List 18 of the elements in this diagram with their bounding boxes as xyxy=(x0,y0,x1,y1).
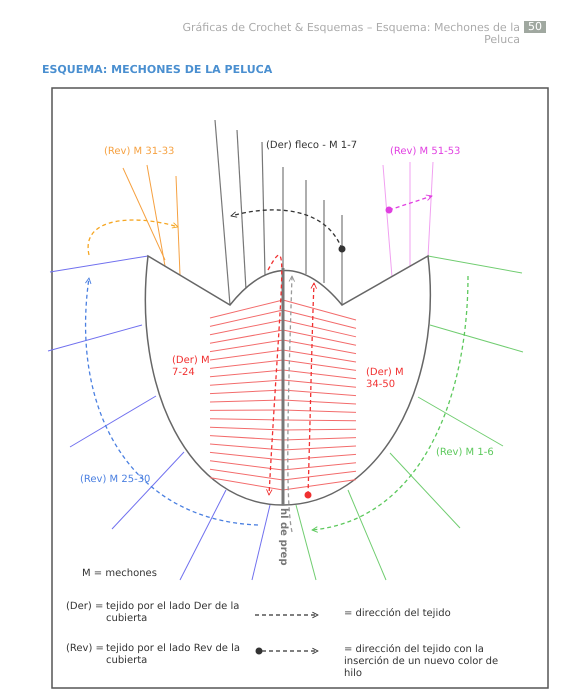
strand-label: (Rev) M 1-6 xyxy=(436,447,495,459)
strand-label: (Der) fleco - M 1-7 xyxy=(266,140,358,152)
legend-text: = dirección del tejido con la inserción de un nuevo color de hilo xyxy=(344,644,500,680)
diagram-title: ESQUEMA: MECHONES DE LA PELUCA xyxy=(42,64,274,76)
legend-key: (Rev) = xyxy=(66,643,106,655)
legend-description: tejido por el lado Rev de la cubierta xyxy=(106,643,242,667)
strand-label: (Der) M 7-24 xyxy=(172,355,211,379)
abbreviation-note: M = mechones xyxy=(82,568,158,580)
page-header: Gráficas de Crochet & Esquemas – Esquema: Mechones de la Peluca xyxy=(181,22,520,46)
legend-text: = dirección del tejido xyxy=(344,608,452,620)
legend-description: tejido por el lado Der de la cubierta xyxy=(106,601,240,625)
strand-label: (Rev) M 25-30 xyxy=(80,474,152,486)
strand-label: (Der) M 34-50 xyxy=(366,367,405,391)
strand-label: (Rev) M 31-33 xyxy=(104,146,176,158)
legend-key: (Der) = xyxy=(66,601,106,613)
strand-label: (Rev) M 51-53 xyxy=(390,146,462,158)
row-label: hl de prep xyxy=(277,508,289,566)
page-number: 50 xyxy=(524,21,546,33)
